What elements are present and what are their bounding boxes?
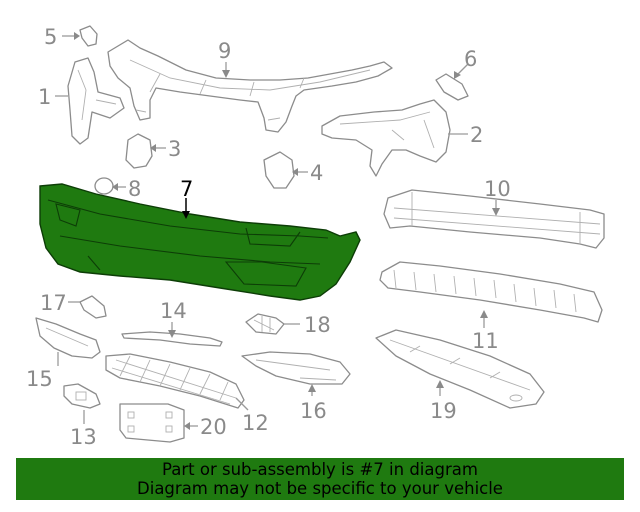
callout-12: 12 [242,411,269,435]
banner-line-part-number: Part or sub-assembly is #7 in diagram [162,460,478,479]
part-19[interactable] [375,329,545,409]
part-4[interactable] [263,151,308,189]
part-3[interactable] [125,133,166,169]
parts-diagram: 1 2 3 4 5 6 7 8 9 10 11 12 13 14 15 16 1… [26,25,605,449]
part-10[interactable] [383,189,605,249]
callout-19: 19 [430,399,457,423]
callout-2: 2 [470,123,483,147]
callout-6: 6 [464,47,477,71]
callout-9: 9 [218,39,231,63]
callout-8: 8 [128,177,141,201]
callout-1: 1 [38,85,51,109]
callout-11: 11 [472,329,499,353]
callout-5: 5 [44,25,57,49]
part-5[interactable] [62,25,98,47]
part-1[interactable] [55,57,125,145]
part-8[interactable] [94,177,126,195]
callout-13: 13 [70,425,97,449]
callout-15: 15 [26,367,53,391]
part-13[interactable] [63,383,101,424]
part-14[interactable] [121,322,223,347]
part-20[interactable] [119,403,198,443]
part-18[interactable] [245,313,300,335]
part-12[interactable] [105,353,249,411]
part-17[interactable] [68,295,107,319]
callout-20: 20 [200,415,227,439]
callout-4: 4 [310,161,323,185]
part-16[interactable] [241,351,351,396]
part-15[interactable] [35,317,101,366]
callout-18: 18 [304,313,331,337]
info-banner: Part or sub-assembly is #7 in diagram Di… [16,458,624,500]
banner-line-disclaimer: Diagram may not be specific to your vehi… [137,479,503,498]
callout-7: 7 [180,177,193,201]
part-9[interactable] [107,39,393,133]
part-7-bumper-cover[interactable] [39,183,361,301]
part-6[interactable] [435,63,469,101]
callout-10: 10 [484,177,511,201]
callout-16: 16 [300,399,327,423]
callout-17: 17 [40,291,67,315]
callout-14: 14 [160,299,187,323]
callout-3: 3 [168,137,181,161]
part-11[interactable] [379,261,603,328]
part-2[interactable] [321,99,468,177]
